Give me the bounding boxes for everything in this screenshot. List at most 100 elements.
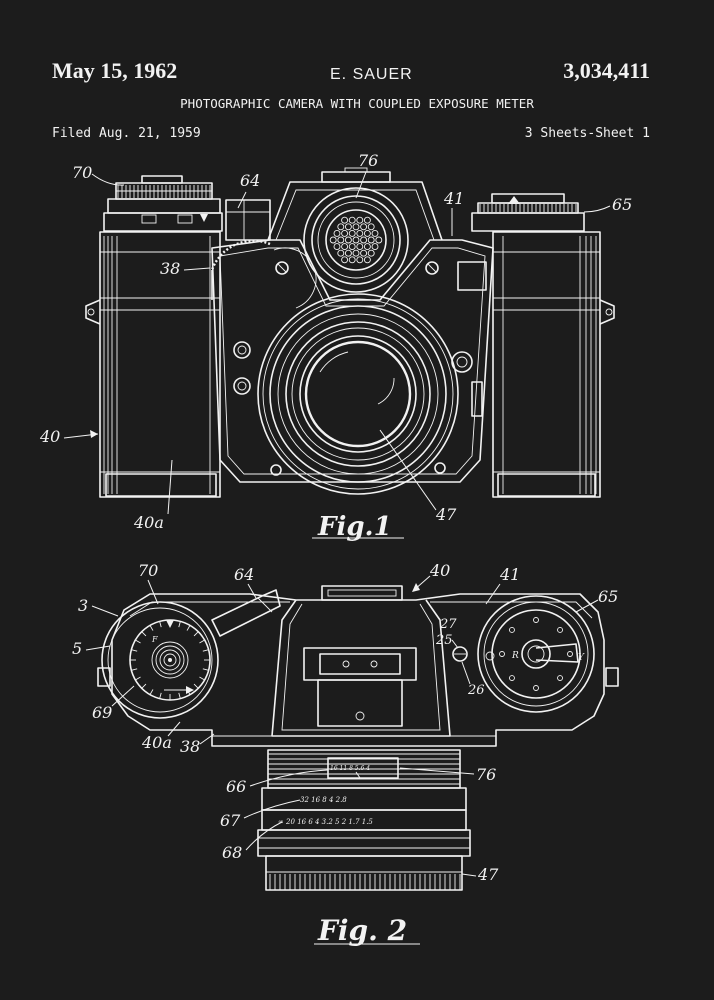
honeycomb-cell [337,236,345,244]
dial-tick [178,621,181,628]
fig2-label-67: 67 [220,811,241,830]
honeycomb-cell [371,229,379,237]
dial-tick [149,689,154,695]
exposure-meter-window [303,187,409,293]
honeycomb-cell [363,243,371,251]
dial-tick [199,676,205,681]
honeycomb-cell [333,229,341,237]
fig1-label-40a: 40a [133,513,164,532]
honeycomb-cell [348,216,356,224]
pentaprism-top [271,585,451,737]
fig1-label-47: 47 [435,505,457,524]
honeycomb-cell [363,216,371,224]
dial-tick [141,683,147,689]
honeycomb-cell [341,229,349,237]
fig1-reference-labels: 70 64 76 41 65 38 40 40a 47 [39,151,632,532]
honeycomb-cell [363,229,371,237]
barrel-hatching [268,753,460,785]
lens-front [257,293,459,495]
dial-tick [159,692,162,699]
honeycomb-cell [367,249,375,257]
camera-top-body [97,593,619,747]
dial-tick [135,676,141,681]
honeycomb-cell [352,249,360,257]
meter-scale-text: 16 11 8 5.6 4 [330,765,370,772]
fig2-label-40a: 40a [141,733,172,752]
fig1-label-76: 76 [358,151,378,170]
rewind-marker [533,685,539,691]
dial-tick [135,639,141,644]
fig2-caption: Fig. 2 [317,914,407,947]
honeycomb-cell [341,216,349,224]
dial-tick [193,631,199,637]
dial-f-marking: F [151,635,158,644]
honeycomb-cell [356,243,364,251]
honeycomb-cell [341,256,349,264]
patent-date: May 15, 1962 [52,58,178,83]
fig2-label-41: 41 [499,565,520,584]
fig2-label-38: 38 [180,737,200,756]
honeycomb-cell [344,249,352,257]
fig2-label-47: 47 [477,865,499,884]
dial-tick [159,621,162,628]
dial-tick [131,668,138,671]
rewind-r-marking: R [511,651,519,661]
patent-title: PHOTOGRAPHIC CAMERA WITH COUPLED EXPOSUR… [180,96,534,111]
rewind-arrow-marking: Y [578,653,585,663]
honeycomb-cell [348,243,356,251]
rewind-marker [557,627,563,633]
honeycomb-cell [337,223,345,231]
fig2-label-76: 76 [476,765,496,784]
patent-number: 3,034,411 [563,58,650,83]
fig2-label-64: 64 [234,565,254,584]
fig1-front-view: 70 64 76 41 65 38 40 40a 47 Fig.1 [39,151,632,542]
honeycomb-cell [360,223,368,231]
fig2-label-27: 27 [439,617,457,632]
honeycomb-cell [348,256,356,264]
rewind-marker [533,617,539,623]
honeycomb-cell [329,236,337,244]
fig2-label-3: 3 [78,596,88,615]
fig2-label-68: 68 [222,843,242,862]
honeycomb-cell [356,216,364,224]
sheet-count: 3 Sheets-Sheet 1 [524,126,650,141]
honeycomb-cell [367,236,375,244]
honeycomb-cell [360,249,368,257]
shutter-speed-dial-front [103,175,223,232]
honeycomb-cell [337,249,345,257]
honeycomb-cell [375,236,383,244]
honeycomb-cell [360,236,368,244]
fig2-reference-labels: 70 64 40 41 65 3 5 69 27 25 26 40a 38 [72,561,618,884]
dial-scale-ticks [130,620,210,700]
dial-tick [193,683,199,689]
filing-date: Filed Aug. 21, 1959 [52,126,201,141]
honeycomb-cell [363,256,371,264]
fig1-label-38: 38 [160,259,180,278]
dial-tick [202,649,209,652]
honeycomb-cell [352,236,360,244]
strap-lugs [85,299,615,325]
aperture-scale-text: 32 16 8 4 2.8 [300,796,347,804]
dial-tick [202,668,209,671]
fig2-label-25: 25 [435,633,453,648]
honeycomb-cell [371,243,379,251]
dial-tick [131,649,138,652]
honeycomb-cell [356,229,364,237]
rewind-knurling [479,204,577,212]
dial-tick [199,639,205,644]
rewind-marker [509,627,515,633]
frame-counter [452,646,468,662]
fig2-label-70: 70 [138,561,158,580]
fig1-label-65: 65 [612,195,632,214]
distance-scale-text: ∞ 20 16 6 4 3.2 5 2 1.7 1.5 [278,818,373,826]
honeycomb-cell [344,236,352,244]
honeycomb-cell [367,223,375,231]
honeycomb-cell [348,229,356,237]
fig2-label-66: 66 [226,777,246,796]
camera-body-left [99,231,221,498]
fig1-label-64: 64 [240,171,260,190]
inventor-name: E. SAUER [330,66,413,83]
rewind-scale-ticks [499,617,573,691]
honeycomb-cell [344,223,352,231]
